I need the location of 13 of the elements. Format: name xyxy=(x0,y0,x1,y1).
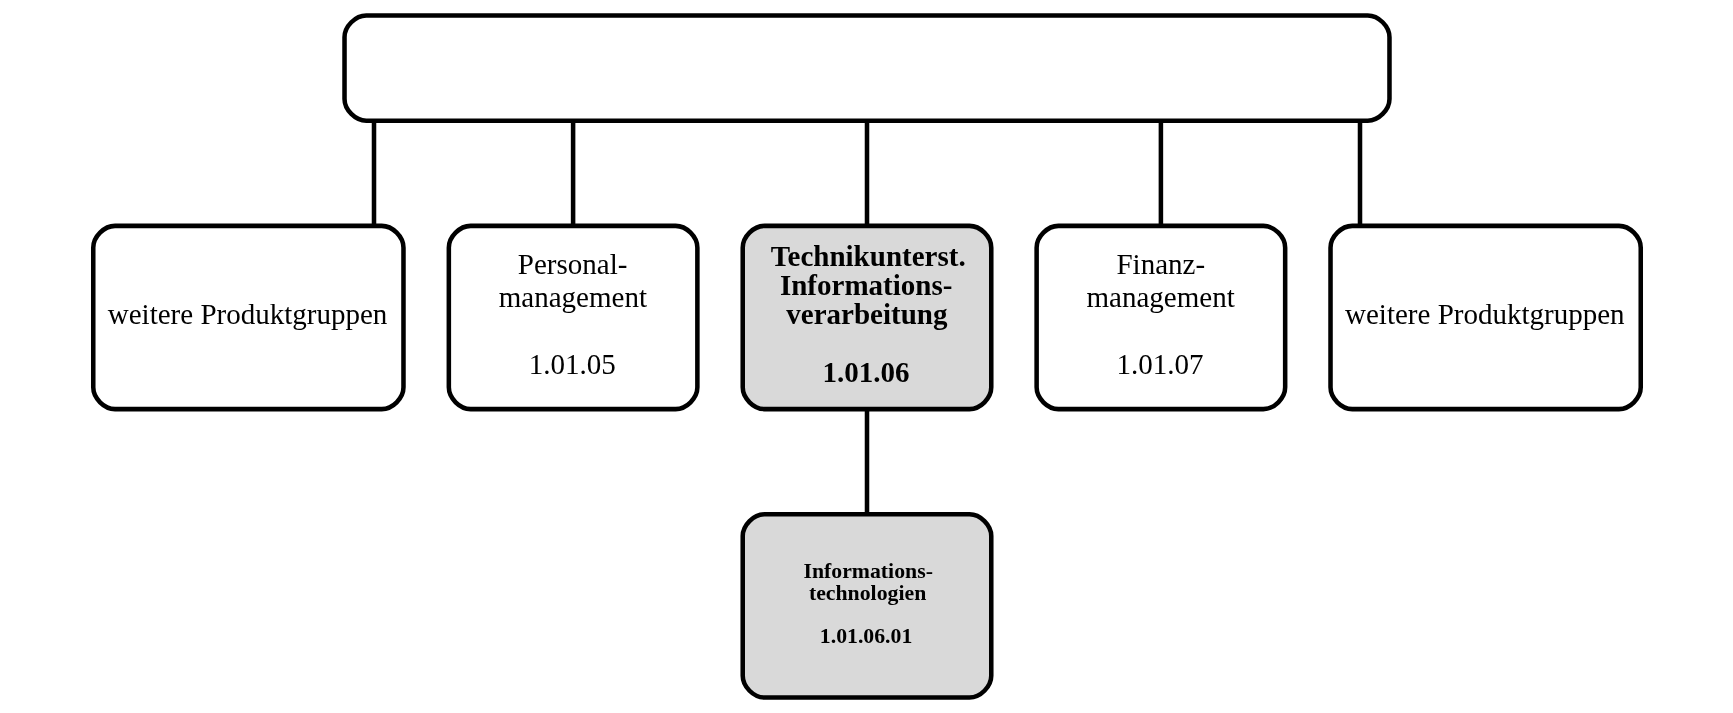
connector xyxy=(371,120,376,226)
node-box: Finanz- management 1.01.07 xyxy=(1033,223,1287,412)
node-box: Technikunterst. Informations- verarbeitung 1.01.06 xyxy=(739,223,994,412)
connector xyxy=(570,120,575,226)
connector xyxy=(864,409,869,515)
node-box: Personal- management 1.01.05 xyxy=(446,223,700,412)
node-box: weitere Produktgruppen xyxy=(90,223,406,412)
node-box: weitere Produktgruppen xyxy=(1327,223,1643,412)
node-box xyxy=(341,13,1392,123)
connector xyxy=(1158,120,1163,226)
connector xyxy=(864,120,869,226)
connector xyxy=(1357,120,1362,226)
node-box: Informations- technologien 1.01.06.01 xyxy=(739,512,994,700)
